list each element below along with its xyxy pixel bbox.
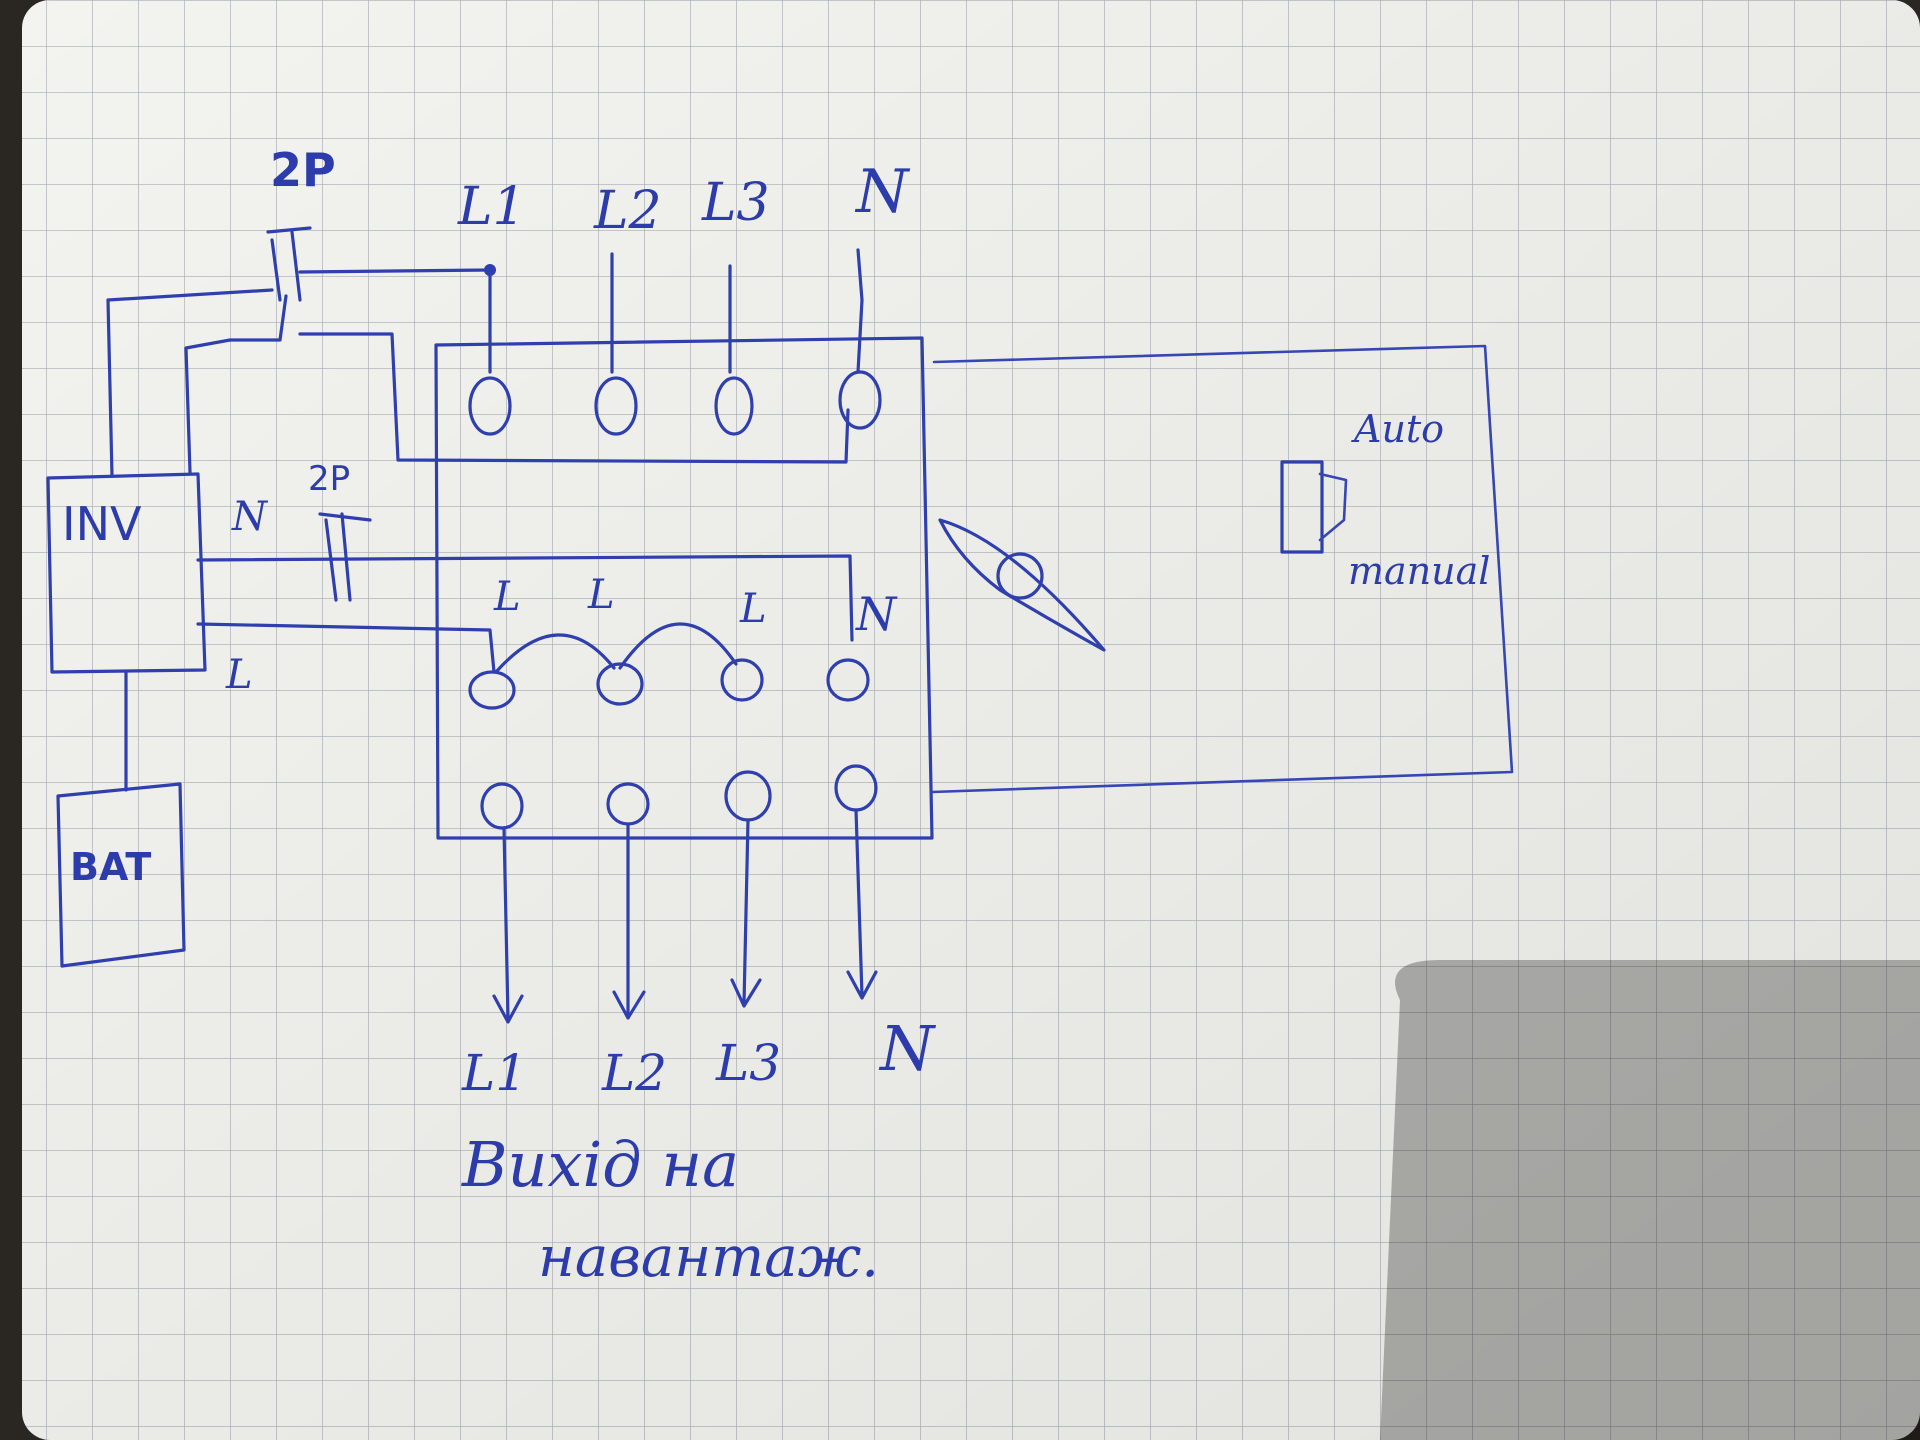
terminal-in-l1 bbox=[468, 376, 512, 436]
caption-line-2: навантаж. bbox=[538, 1225, 879, 1290]
switch-manual-label: manual bbox=[1348, 549, 1490, 593]
input-l2-label: L2 bbox=[593, 181, 662, 241]
labels: 2P 2P INV BAT N L L1 L2 L3 N L L L N L1 … bbox=[62, 143, 1490, 1290]
output-l1-label: L1 bbox=[461, 1044, 527, 1102]
terminal-in-l2 bbox=[594, 376, 638, 436]
panel-box bbox=[434, 336, 934, 840]
caption-line-1: Вихід на bbox=[461, 1128, 739, 1201]
top-breaker-head bbox=[266, 226, 312, 234]
bridge-n-label: N bbox=[855, 587, 898, 641]
top-breaker-poles bbox=[270, 230, 302, 302]
breaker-mid-label: 2P bbox=[308, 459, 350, 499]
battery-label: BAT bbox=[70, 845, 151, 889]
breaker-top-label: 2P bbox=[270, 143, 336, 197]
terminal-mid-l2 bbox=[596, 662, 644, 706]
inv-n-label: N bbox=[231, 494, 269, 540]
bridge-l-label-3: L bbox=[739, 586, 767, 632]
inv-to-top-breaker-right bbox=[184, 294, 288, 474]
switch-auto-label: Auto bbox=[1351, 407, 1444, 451]
selector-knob-hub bbox=[996, 552, 1044, 600]
battery-box bbox=[56, 782, 186, 968]
output-arrows bbox=[492, 808, 878, 1024]
bridge-l1-l2 bbox=[494, 633, 616, 674]
terminal-in-l3 bbox=[714, 376, 754, 436]
inverter-box bbox=[46, 472, 207, 674]
inverter-label: INV bbox=[62, 497, 142, 551]
input-l3-label: L3 bbox=[701, 173, 770, 233]
inv-n-wire bbox=[196, 554, 854, 642]
top-breaker-to-l1 bbox=[298, 268, 492, 274]
lead-in-n bbox=[856, 248, 864, 374]
terminal-mid-n bbox=[826, 658, 870, 702]
output-l2-label: L2 bbox=[601, 1044, 667, 1102]
bridge-l-label-2: L bbox=[587, 572, 615, 618]
mid-breaker-head bbox=[318, 512, 372, 522]
bridge-l-label-1: L bbox=[493, 574, 521, 620]
inv-to-top-breaker-left bbox=[106, 288, 274, 478]
switch-lever bbox=[1318, 472, 1348, 542]
wires bbox=[46, 226, 1514, 1024]
terminal-mid-l3 bbox=[720, 658, 764, 702]
bridge-l2-l3 bbox=[618, 622, 738, 670]
input-n-label: N bbox=[854, 157, 911, 227]
phone-shadow bbox=[1380, 960, 1920, 1440]
terminal-mid-l1 bbox=[468, 670, 516, 710]
output-l3-label: L3 bbox=[715, 1034, 781, 1092]
output-n-label: N bbox=[878, 1012, 937, 1085]
control-cabinet-outline bbox=[930, 344, 1514, 794]
inv-l-label: L bbox=[225, 652, 253, 698]
auto-manual-switch[interactable] bbox=[1280, 460, 1324, 554]
input-l1-label: L1 bbox=[457, 177, 526, 237]
terminal-out-l1 bbox=[480, 782, 524, 830]
inv-l-wire bbox=[196, 622, 496, 674]
notebook-page bbox=[22, 0, 1920, 1440]
selector-knob bbox=[938, 518, 1106, 652]
top-breaker-to-input-n bbox=[298, 332, 850, 464]
terminal-in-n bbox=[838, 370, 882, 430]
